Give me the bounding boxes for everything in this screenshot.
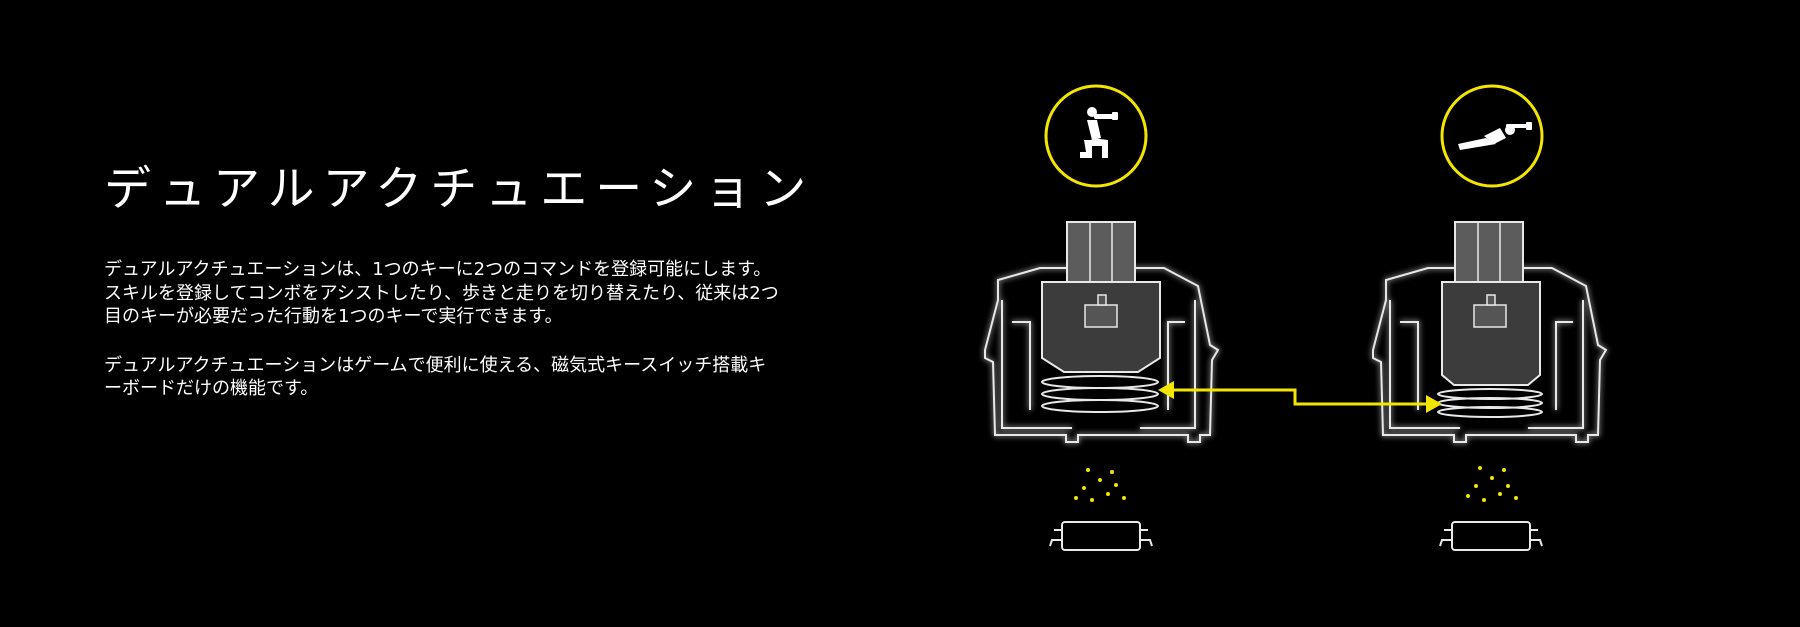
left-switch xyxy=(984,84,1220,551)
right-icon-ring xyxy=(1440,84,1544,188)
prone-shooter-icon xyxy=(1458,122,1532,150)
right-field-dots xyxy=(1466,466,1518,502)
description-paragraph-2: デュアルアクチュエーションはゲームで便利に使える、磁気式キースイッチ搭載キーボー… xyxy=(104,354,767,400)
right-spring xyxy=(1437,388,1543,418)
kneeling-shooter-icon xyxy=(1080,107,1118,158)
left-icon-ring xyxy=(1044,84,1148,188)
right-switch-stem xyxy=(1441,221,1541,386)
right-sensor xyxy=(1439,521,1543,551)
left-field-dots xyxy=(1074,468,1126,502)
description-paragraph-1: デュアルアクチュエーションは、1つのキーに2つのコマンドを登録可能にします。スキ… xyxy=(104,259,779,327)
text-panel: デュアルアクチュエーション デュアルアクチュエーションは、1つのキーに2つのコマ… xyxy=(104,160,815,401)
arrow-head-left xyxy=(1158,381,1174,399)
right-switch xyxy=(1372,84,1608,551)
right-magnetic-field xyxy=(1467,420,1517,500)
actuation-depth-arrow xyxy=(1158,381,1442,413)
left-sensor xyxy=(1049,521,1153,551)
left-magnetic-field xyxy=(1075,420,1125,500)
page-title: デュアルアクチュエーション xyxy=(104,162,815,217)
arrow-head-right xyxy=(1426,395,1442,413)
left-switch-stem xyxy=(1041,221,1161,373)
left-spring xyxy=(1041,375,1159,413)
